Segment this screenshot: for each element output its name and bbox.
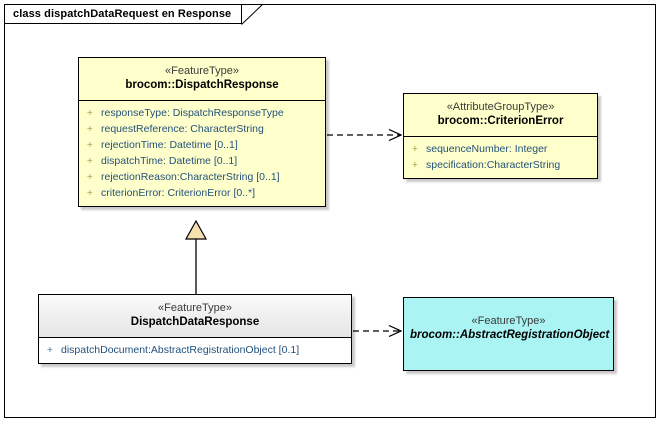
class-box-dispatch-response[interactable]: «FeatureType» brocom::DispatchResponse +… <box>78 57 326 207</box>
class-box-criterion-error[interactable]: «AttributeGroupType» brocom::CriterionEr… <box>403 93 598 179</box>
attribute-row[interactable]: + criterionError: CriterionError [0..*] <box>79 185 325 201</box>
attribute-signature: dispatchDocument:AbstractRegistrationObj… <box>61 344 300 356</box>
class-header-dispatch-response: «FeatureType» brocom::DispatchResponse <box>79 58 325 100</box>
attribute-signature: requestReference: CharacterString <box>101 123 264 135</box>
attribute-visibility: + <box>411 159 419 171</box>
attribute-row[interactable]: + specification:CharacterString <box>404 157 597 173</box>
attribute-visibility: + <box>411 143 419 155</box>
class-attributes-dispatch-data-response: + dispatchDocument:AbstractRegistrationO… <box>39 337 351 363</box>
class-header-dispatch-data-response: «FeatureType» DispatchDataResponse <box>39 295 351 337</box>
attribute-visibility: + <box>86 107 94 119</box>
class-box-abstract-registration-object[interactable]: «FeatureType» brocom::AbstractRegistrati… <box>403 297 614 371</box>
attribute-signature: rejectionTime: Datetime [0..1] <box>101 139 238 151</box>
class-stereotype: «FeatureType» <box>471 315 546 327</box>
attribute-signature: rejectionReason:CharacterString [0..1] <box>101 171 280 183</box>
attribute-visibility: + <box>86 139 94 151</box>
attribute-visibility: + <box>86 155 94 167</box>
attribute-row[interactable]: + dispatchTime: Datetime [0..1] <box>79 153 325 169</box>
class-name: brocom::AbstractRegistrationObject <box>410 329 610 341</box>
attribute-signature: criterionError: CriterionError [0..*] <box>101 187 256 199</box>
class-name: brocom::CriterionError <box>437 115 564 127</box>
diagram-tab[interactable]: class dispatchDataRequest en Response <box>4 4 243 24</box>
attribute-row[interactable]: + responseType: DispatchResponseType <box>79 105 325 121</box>
attribute-visibility: + <box>86 123 94 135</box>
class-stereotype: «AttributeGroupType» <box>446 101 555 113</box>
class-box-dispatch-data-response[interactable]: «FeatureType» DispatchDataResponse + dis… <box>38 294 352 364</box>
class-name: DispatchDataResponse <box>130 316 260 328</box>
attribute-row[interactable]: + rejectionTime: Datetime [0..1] <box>79 137 325 153</box>
class-stereotype: «FeatureType» <box>158 302 232 314</box>
attribute-signature: sequenceNumber: Integer <box>426 143 548 155</box>
diagram-tab-label: class dispatchDataRequest en Response <box>13 8 232 20</box>
class-attributes-dispatch-response: + responseType: DispatchResponseType + r… <box>79 100 325 206</box>
diagram-tab-slant-icon <box>241 4 263 25</box>
attribute-signature: responseType: DispatchResponseType <box>101 107 284 119</box>
attribute-signature: specification:CharacterString <box>426 159 561 171</box>
attribute-row[interactable]: + requestReference: CharacterString <box>79 121 325 137</box>
class-attributes-criterion-error: + sequenceNumber: Integer + specificatio… <box>404 136 597 178</box>
attribute-row[interactable]: + dispatchDocument:AbstractRegistrationO… <box>39 342 351 358</box>
attribute-visibility: + <box>86 187 94 199</box>
class-header-abstract-registration-object: «FeatureType» brocom::AbstractRegistrati… <box>404 298 613 350</box>
attribute-row[interactable]: + rejectionReason:CharacterString [0..1] <box>79 169 325 185</box>
attribute-visibility: + <box>46 344 54 356</box>
class-name: brocom::DispatchResponse <box>125 79 279 91</box>
attribute-row[interactable]: + sequenceNumber: Integer <box>404 141 597 157</box>
class-header-criterion-error: «AttributeGroupType» brocom::CriterionEr… <box>404 94 597 136</box>
class-stereotype: «FeatureType» <box>165 65 239 77</box>
attribute-signature: dispatchTime: Datetime [0..1] <box>101 155 238 167</box>
attribute-visibility: + <box>86 171 94 183</box>
